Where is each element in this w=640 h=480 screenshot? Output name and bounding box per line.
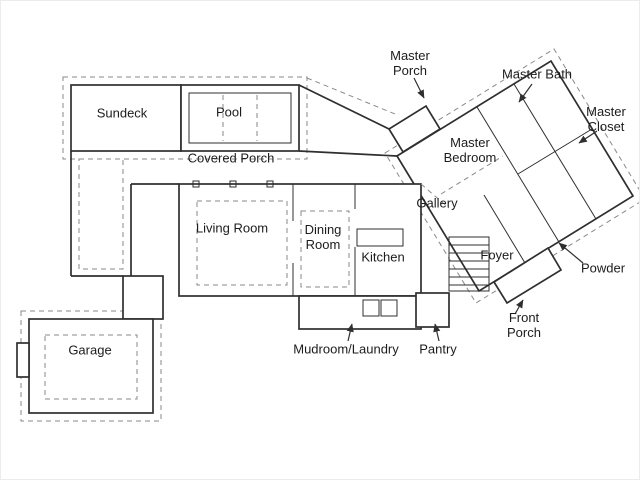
mudroom-arrow: [346, 323, 354, 342]
label-covered-porch: Covered Porch: [187, 150, 275, 166]
label-garage: Garage: [68, 342, 112, 358]
laundry-appliance: [380, 299, 398, 317]
laundry-appliance: [362, 299, 380, 317]
staircase: [448, 236, 490, 292]
mudroom-outline: [298, 295, 422, 330]
label-foyer: Foyer: [480, 247, 514, 263]
dining-room-ceiling-dashed: [300, 210, 350, 288]
annotation-arrows-layer: [346, 77, 598, 342]
wing-overhang-dashed: [384, 48, 639, 304]
label-living-room: Living Room: [195, 220, 269, 236]
master-bath-arrow: [518, 83, 533, 103]
garage-connector-outline: [122, 275, 164, 320]
pantry-arrow: [433, 323, 441, 342]
label-gallery: Gallery: [416, 195, 458, 211]
label-front-porch: Front Porch: [507, 310, 541, 340]
main-house-outline: [178, 183, 422, 297]
garage-bay-dashed: [44, 334, 138, 400]
label-sundeck: Sundeck: [96, 105, 148, 121]
label-master-bath: Master Bath: [501, 66, 573, 82]
pool-outline: [180, 84, 300, 152]
label-master-porch: Master Porch: [390, 48, 430, 78]
covered-porch-edge: [298, 150, 398, 157]
pantry-outline: [415, 292, 450, 328]
label-dining-room: Dining Room: [304, 222, 342, 252]
powder-arrow: [558, 242, 584, 264]
deck-overhang-dashed: [62, 76, 308, 160]
walkway-dashed: [78, 158, 124, 270]
front-porch-outline: [492, 246, 563, 305]
label-mudroom-laundry: Mudroom/Laundry: [293, 341, 399, 357]
wing-ceiling-dashed: [440, 155, 504, 195]
pool-water-edge: [188, 92, 292, 144]
label-master-bedroom: Master Bedroom: [443, 135, 497, 165]
living-room-ceiling-dashed: [196, 200, 288, 286]
kitchen-island: [356, 228, 404, 247]
foyer-wall: [483, 194, 526, 264]
ceiling-dash-layer: [44, 95, 504, 400]
bedroom-bath-wall: [476, 106, 560, 243]
master-porch-outline: [387, 104, 442, 154]
porch-column: [192, 180, 200, 188]
porch-column: [229, 180, 237, 188]
master-porch-arrow: [413, 77, 425, 99]
garage-side-bump: [16, 342, 30, 378]
label-kitchen: Kitchen: [361, 249, 405, 265]
diagonal-overhang-dashed: [306, 77, 396, 115]
sundeck-outline: [70, 84, 182, 152]
gallery-dashed: [420, 183, 450, 209]
interior-layer: [188, 83, 597, 317]
label-powder: Powder: [580, 260, 626, 276]
walls-layer: [16, 59, 635, 414]
deck-diagonal-edge: [298, 84, 390, 130]
master-wing-outline: [395, 59, 635, 293]
label-pantry: Pantry: [419, 341, 457, 357]
label-pool: Pool: [215, 104, 243, 120]
label-master-closet: Master Closet: [586, 104, 626, 134]
porch-column: [266, 180, 274, 188]
front-porch-arrow: [514, 299, 524, 315]
master-closet-arrow: [578, 130, 598, 144]
